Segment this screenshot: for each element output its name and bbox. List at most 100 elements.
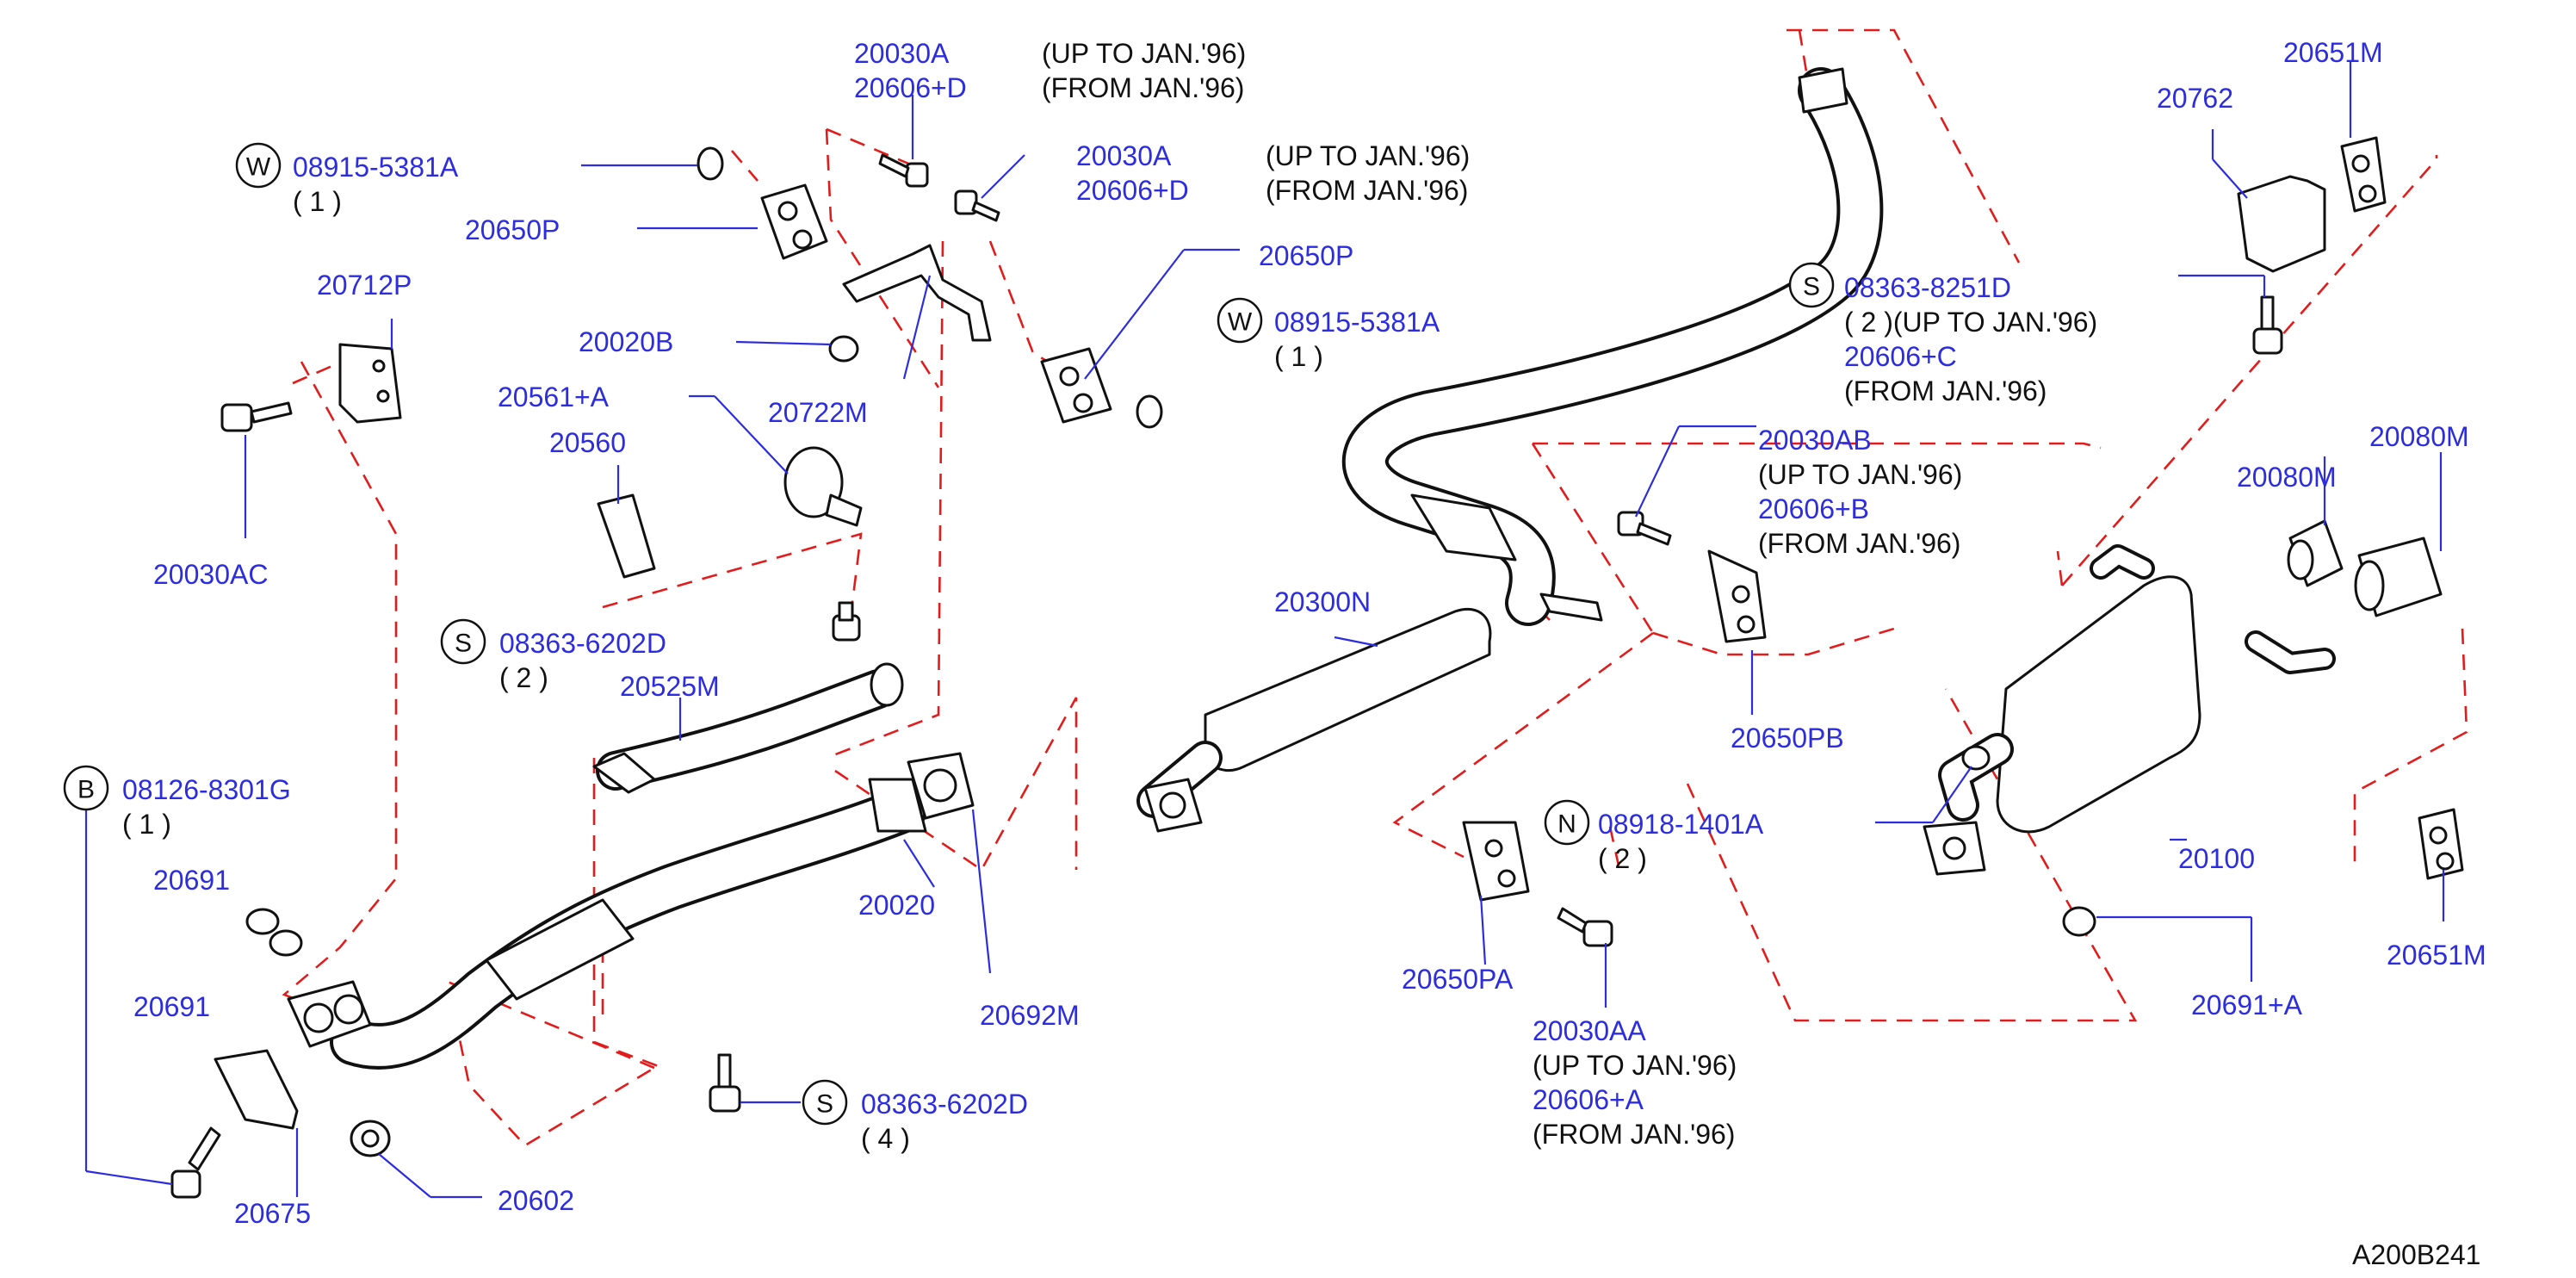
front-pipe-rear-flange bbox=[868, 778, 927, 833]
label-20691-upper: 20691 bbox=[153, 865, 230, 896]
label-20525m: 20525M bbox=[620, 671, 720, 702]
label-20606d-top: 20606+D bbox=[854, 72, 967, 103]
callout-w-right: W bbox=[1228, 308, 1253, 337]
bolt-08363-6202D-upper bbox=[832, 601, 861, 642]
bolt-20030AB bbox=[1617, 511, 1672, 546]
qty-08915-right: ( 1 ) bbox=[1274, 341, 1323, 372]
tail-tip-20080M-left bbox=[2287, 519, 2344, 587]
callout-s-right: S bbox=[1803, 273, 1820, 301]
nut-muffler bbox=[1961, 745, 1991, 771]
label-20606a: 20606+A bbox=[1533, 1084, 1644, 1115]
callout-s-upper: S bbox=[455, 630, 472, 658]
nut-20020B bbox=[828, 335, 859, 363]
label-20650pb: 20650PB bbox=[1731, 723, 1844, 754]
label-20602: 20602 bbox=[498, 1185, 574, 1216]
qty-08126: ( 1 ) bbox=[122, 809, 171, 840]
note-up-to-jan96-20030ab: (UP TO JAN.'96) bbox=[1758, 459, 1962, 490]
callout-w-left: W bbox=[246, 153, 271, 182]
label-20722m: 20722M bbox=[768, 397, 868, 428]
label-20030a-top: 20030A bbox=[854, 38, 950, 69]
label-20762: 20762 bbox=[2157, 83, 2233, 114]
label-20030ac: 20030AC bbox=[153, 559, 268, 590]
qty-08915-left: ( 1 ) bbox=[293, 186, 342, 217]
hanger-20651M-top bbox=[2340, 136, 2387, 213]
seal-rings-20691 bbox=[245, 908, 303, 957]
qty-08363-lower: ( 4 ) bbox=[861, 1123, 910, 1154]
label-20651m-top: 20651M bbox=[2283, 37, 2383, 68]
hanger-20650PA bbox=[1462, 821, 1530, 902]
muffler-20100 bbox=[1923, 544, 2336, 876]
label-08126-8301g: 08126-8301G bbox=[122, 774, 291, 805]
label-20020: 20020 bbox=[858, 890, 935, 921]
label-20020b: 20020B bbox=[579, 326, 673, 357]
label-20692m: 20692M bbox=[980, 1000, 1080, 1031]
label-20606c: 20606+C bbox=[1844, 341, 1957, 372]
label-20100: 20100 bbox=[2178, 843, 2255, 874]
clamp-20560 bbox=[597, 493, 656, 579]
bolt-08126-8301G bbox=[170, 1126, 221, 1199]
label-20650p-left: 20650P bbox=[465, 214, 560, 245]
label-20606d-mid: 20606+D bbox=[1076, 175, 1189, 206]
callout-n: N bbox=[1557, 810, 1576, 839]
bolt-20030AA bbox=[1557, 907, 1613, 947]
qty-note-08363-8251d: ( 2 )(UP TO JAN.'96) bbox=[1844, 307, 2097, 338]
note-up-to-jan96-20030aa: (UP TO JAN.'96) bbox=[1533, 1050, 1737, 1081]
label-20650pa: 20650PA bbox=[1402, 964, 1514, 995]
label-20606b: 20606+B bbox=[1758, 493, 1869, 524]
bracket-20722M bbox=[842, 244, 992, 342]
middle-pipe-resonator bbox=[1202, 607, 1492, 772]
label-08918-1401a: 08918-1401A bbox=[1598, 809, 1764, 840]
note-up-to-jan96-top: (UP TO JAN.'96) bbox=[1042, 38, 1246, 69]
rubber-hanger-20650P-left bbox=[760, 183, 828, 260]
label-20651m-bottom: 20651M bbox=[2387, 940, 2486, 971]
note-from-jan96-20606b: (FROM JAN.'96) bbox=[1758, 528, 1960, 559]
note-from-jan96-mid: (FROM JAN.'96) bbox=[1266, 175, 1468, 206]
part-labels: 20030A 20606+D (UP TO JAN.'96) (FROM JAN… bbox=[122, 37, 2486, 1270]
note-from-jan96-top: (FROM JAN.'96) bbox=[1042, 72, 1244, 103]
bracket-20712P bbox=[338, 343, 402, 424]
diagram-code: A200B241 bbox=[2352, 1239, 2480, 1270]
heat-shield-20675 bbox=[214, 1049, 299, 1130]
label-08363-6202d-upper: 08363-6202D bbox=[499, 628, 666, 659]
gasket-20692M bbox=[907, 752, 975, 820]
tail-tip-20080M-right bbox=[2354, 537, 2443, 617]
label-20650p-right: 20650P bbox=[1259, 240, 1353, 271]
bolt-20030A-mid bbox=[954, 189, 1000, 222]
bolt-20030AC bbox=[220, 401, 293, 432]
label-20030ab: 20030AB bbox=[1758, 425, 1872, 456]
label-20080m-left: 20080M bbox=[2237, 462, 2337, 493]
washer-left bbox=[697, 146, 724, 181]
hanger-20651M-bottom bbox=[2418, 808, 2464, 880]
front-exhaust-pipe bbox=[287, 778, 927, 1070]
seal-ring-20691A bbox=[2062, 906, 2096, 937]
qty-08918: ( 2 ) bbox=[1598, 843, 1647, 874]
label-08363-8251d: 08363-8251D bbox=[1844, 272, 2011, 303]
middle-pipe-20300N bbox=[1136, 67, 1884, 833]
label-20080m-right: 20080M bbox=[2369, 421, 2469, 452]
label-20560: 20560 bbox=[549, 427, 626, 458]
bolt-08363-8251D bbox=[2252, 295, 2283, 355]
note-from-jan96-20606c: (FROM JAN.'96) bbox=[1844, 375, 2047, 406]
front-pipe-resonator bbox=[485, 898, 635, 1001]
label-20712p: 20712P bbox=[317, 270, 412, 301]
assembly-dash-lines bbox=[282, 28, 2468, 1147]
clamp-20561A bbox=[783, 446, 863, 527]
label-20691a: 20691+A bbox=[2191, 990, 2303, 1021]
nut-20602 bbox=[350, 1120, 391, 1157]
label-20675: 20675 bbox=[234, 1198, 311, 1229]
bolt-20030A-upper bbox=[878, 153, 929, 188]
label-08363-6202d-lower: 08363-6202D bbox=[861, 1089, 1028, 1120]
label-20691-lower: 20691 bbox=[133, 991, 210, 1022]
hanger-20650PB bbox=[1707, 549, 1767, 643]
washer-right bbox=[1136, 394, 1163, 429]
bolt-08363-6202D-lower bbox=[709, 1053, 741, 1113]
label-20030aa: 20030AA bbox=[1533, 1015, 1646, 1046]
qty-08363-upper: ( 2 ) bbox=[499, 662, 548, 693]
callout-s-lower: S bbox=[816, 1090, 833, 1119]
label-08915-5381a-right: 08915-5381A bbox=[1274, 307, 1440, 338]
note-from-jan96-20606a: (FROM JAN.'96) bbox=[1533, 1119, 1735, 1150]
center-pipe-20525M bbox=[592, 662, 904, 794]
callout-b: B bbox=[77, 776, 95, 804]
note-up-to-jan96-mid: (UP TO JAN.'96) bbox=[1266, 140, 1470, 171]
